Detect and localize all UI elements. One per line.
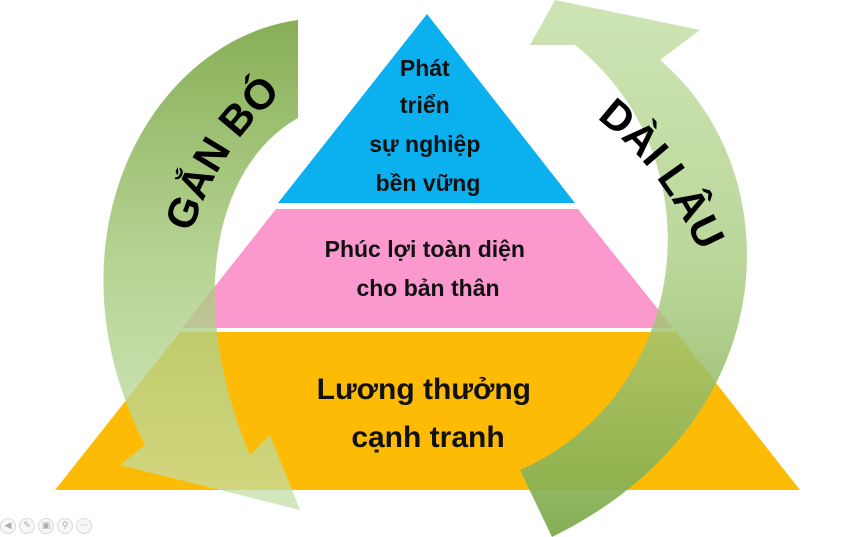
bottom-tier-line-1: Lương thưởng [317, 373, 531, 406]
right-cycle-arrow [520, 0, 748, 537]
svg-text:Phúc lợi toàn diện cho b: Phúc lợi toàn diện cho bản thân [325, 236, 532, 301]
bottom-tier-line-2: cạnh tranh [351, 421, 504, 454]
pyramid-top-tier [278, 14, 575, 203]
zoom-icon[interactable]: ⚲ [57, 518, 73, 534]
top-tier-line-3: sự nghiệp [369, 131, 480, 157]
top-tier-line-4: bền vững [376, 170, 481, 196]
slides-icon[interactable]: ▣ [38, 518, 54, 534]
top-tier-line-2: triển [400, 92, 450, 118]
arrow-left-icon[interactable]: ◀ [0, 518, 16, 534]
pyramid-middle-tier [182, 209, 673, 328]
pen-icon[interactable]: ✎ [19, 518, 35, 534]
more-icon[interactable]: ⋯ [76, 518, 92, 534]
svg-text:Lương thưởng cạnh tranh: Lương thưởng cạnh tranh [317, 373, 540, 454]
top-tier-line-1: Phát [400, 55, 450, 81]
middle-tier-line-1: Phúc lợi toàn diện [325, 236, 525, 262]
slide-toolbar: ◀ ✎ ▣ ⚲ ⋯ [0, 517, 92, 535]
svg-text:Phát triển sự nghi: Phát triển sự nghiệp bền vững [369, 55, 487, 196]
middle-tier-line-2: cho bản thân [356, 275, 499, 301]
left-cycle-arrow [103, 20, 300, 510]
